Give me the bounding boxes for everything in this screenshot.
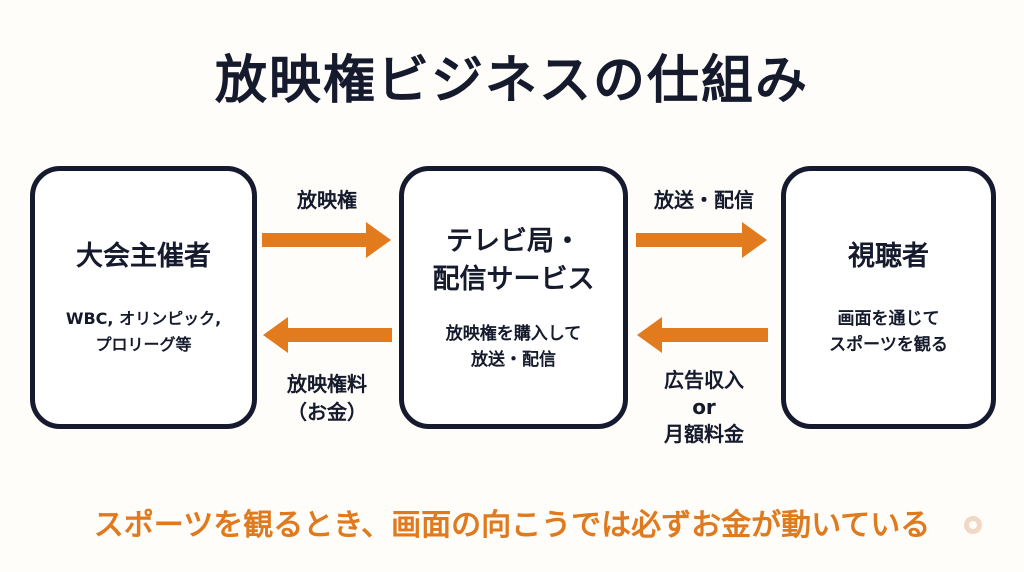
- viewer-title: 視聴者: [848, 240, 929, 272]
- footer-message: スポーツを観るとき、画面の向こうでは必ずお金が動いている: [93, 508, 931, 543]
- node-viewer: 視聴者 画面を通じて スポーツを観る: [781, 166, 996, 429]
- flow-label-broadcast: 放送・配信: [654, 188, 754, 212]
- flow-label-rights-fee: 放映権料 （お金）: [287, 372, 367, 424]
- organizer-title: 大会主催者: [76, 240, 211, 272]
- arrow-broadcaster-to-viewer: [636, 222, 767, 258]
- flow-label-rights: 放映権: [297, 188, 357, 212]
- node-broadcaster: テレビ局・ 配信サービス 放映権を購入して 放送・配信: [399, 166, 628, 429]
- arrow-viewer-to-broadcaster: [637, 317, 768, 353]
- viewer-subtitle: 画面を通じて スポーツを観る: [829, 308, 948, 355]
- page-title: 放映権ビジネスの仕組み: [214, 51, 809, 111]
- organizer-subtitle: WBC, オリンピック, プロリーグ等: [65, 308, 222, 354]
- sparkle-icon: [964, 516, 982, 534]
- node-organizer: 大会主催者 WBC, オリンピック, プロリーグ等: [30, 166, 257, 429]
- broadcaster-title: テレビ局・ 配信サービス: [432, 225, 595, 295]
- arrow-organizer-to-broadcaster: [262, 222, 391, 258]
- arrow-broadcaster-to-organizer: [263, 317, 392, 353]
- broadcaster-subtitle: 放映権を購入して 放送・配信: [445, 323, 582, 370]
- flow-label-revenue: 広告収入 or 月額料金: [664, 368, 744, 446]
